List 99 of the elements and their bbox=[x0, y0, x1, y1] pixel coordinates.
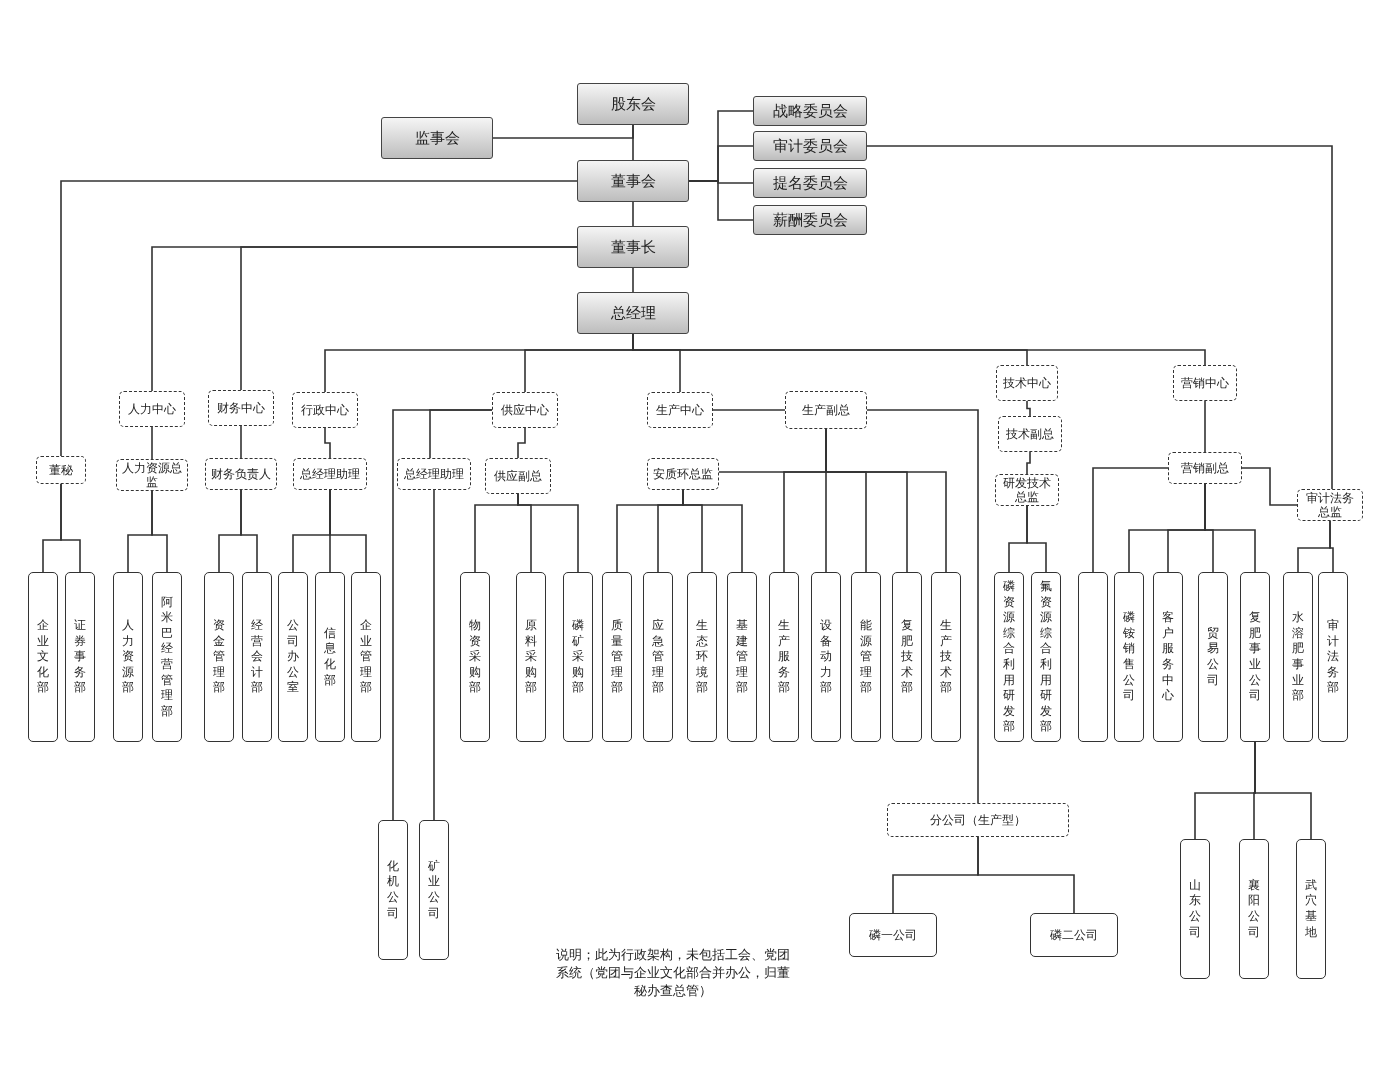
position-box: 人力中心 bbox=[119, 391, 185, 427]
connector-line bbox=[688, 180, 754, 221]
position-box: 营销副总 bbox=[1168, 452, 1242, 484]
connector-line bbox=[1026, 451, 1031, 475]
connector-line bbox=[866, 409, 979, 804]
department-box: 磷矿采购部 bbox=[563, 572, 593, 742]
governance-box: 董事会 bbox=[577, 160, 689, 202]
position-box: 财务负责人 bbox=[205, 458, 277, 490]
department-box: 应急管理部 bbox=[643, 572, 673, 742]
connector-line bbox=[60, 180, 578, 457]
department-box: 襄阳公司 bbox=[1239, 839, 1269, 979]
connector-line bbox=[151, 426, 153, 460]
department-box: 能源管理部 bbox=[851, 572, 881, 742]
department-box: 阿米巴经营管理部 bbox=[152, 572, 182, 742]
position-box: 技术中心 bbox=[996, 365, 1058, 401]
department-box: 企业管理部 bbox=[351, 572, 381, 742]
connector-line bbox=[1204, 483, 1256, 573]
note-text: 说明；此为行政架构，未包括工会、党团系统（党团与企业文化部合并办公，归董秘办查总管） bbox=[555, 946, 791, 1001]
department-box: 公司办公室 bbox=[278, 572, 308, 742]
department-box bbox=[1078, 572, 1108, 742]
department-box: 山东公司 bbox=[1180, 839, 1210, 979]
department-box: 客户服务中心 bbox=[1153, 572, 1183, 742]
connector-line bbox=[151, 490, 168, 573]
department-box: 基建管理部 bbox=[727, 572, 757, 742]
connector-line bbox=[1026, 505, 1047, 573]
governance-box: 薪酬委员会 bbox=[753, 205, 867, 235]
connector-line bbox=[429, 409, 493, 459]
connector-line bbox=[517, 427, 526, 459]
connector-line bbox=[1329, 520, 1334, 573]
department-box: 原料采购部 bbox=[516, 572, 546, 742]
connector-line bbox=[517, 493, 579, 573]
department-box: 复肥事业公司 bbox=[1240, 572, 1270, 742]
governance-box: 审计委员会 bbox=[753, 131, 867, 161]
position-box: 审计法务总监 bbox=[1297, 489, 1363, 521]
department-box: 生产技术部 bbox=[931, 572, 961, 742]
position-box: 分公司（生产型） bbox=[887, 803, 1069, 837]
connector-line bbox=[492, 124, 634, 139]
position-box: 总经理助理 bbox=[293, 458, 367, 490]
governance-box: 提名委员会 bbox=[753, 168, 867, 198]
connector-line bbox=[632, 267, 634, 293]
department-box: 磷资源综合利用研发部 bbox=[994, 572, 1024, 742]
connector-line bbox=[240, 425, 242, 459]
department-box: 氟资源综合利用研发部 bbox=[1031, 572, 1061, 742]
department-box: 审计法务部 bbox=[1318, 572, 1348, 742]
department-box: 复肥技术部 bbox=[892, 572, 922, 742]
position-box: 人力资源总监 bbox=[116, 459, 188, 491]
department-box: 企业文化部 bbox=[28, 572, 58, 742]
department-box: 生态环境部 bbox=[687, 572, 717, 742]
governance-box: 董事长 bbox=[577, 226, 689, 268]
connector-line bbox=[682, 489, 743, 573]
department-box: 化机公司 bbox=[378, 820, 408, 960]
position-box: 总经理助理 bbox=[397, 458, 471, 490]
connector-line bbox=[1026, 400, 1031, 417]
connector-line bbox=[1092, 467, 1169, 573]
department-box: 矿业公司 bbox=[419, 820, 449, 960]
department-box: 人力资源部 bbox=[113, 572, 143, 742]
position-box: 技术副总 bbox=[998, 416, 1062, 452]
department-box: 证券事务部 bbox=[65, 572, 95, 742]
connector-line bbox=[1204, 400, 1206, 453]
position-box: 安质环总监 bbox=[647, 458, 719, 490]
governance-box: 股东会 bbox=[577, 83, 689, 125]
position-box: 财务中心 bbox=[208, 390, 274, 426]
company-box: 磷一公司 bbox=[849, 913, 937, 957]
department-box: 水溶肥事业部 bbox=[1283, 572, 1313, 742]
position-box: 生产中心 bbox=[647, 392, 713, 428]
department-box: 经营会计部 bbox=[242, 572, 272, 742]
connector-line bbox=[324, 427, 331, 459]
connector-line bbox=[433, 489, 435, 821]
position-box: 董秘 bbox=[36, 456, 86, 484]
connector-line bbox=[977, 836, 1075, 914]
connector-line bbox=[866, 145, 1333, 490]
connector-line bbox=[240, 246, 578, 391]
connector-line bbox=[1254, 741, 1312, 840]
position-box: 研发技术总监 bbox=[995, 474, 1059, 506]
connector-line bbox=[632, 201, 634, 227]
position-box: 供应中心 bbox=[492, 392, 558, 428]
department-box: 质量管理部 bbox=[602, 572, 632, 742]
department-box: 磷铵销售公司 bbox=[1114, 572, 1144, 742]
department-box: 武穴基地 bbox=[1296, 839, 1326, 979]
department-box: 资金管理部 bbox=[204, 572, 234, 742]
position-box: 供应副总 bbox=[485, 458, 551, 494]
company-box: 磷二公司 bbox=[1030, 913, 1118, 957]
connector-line bbox=[712, 409, 786, 411]
position-box: 生产副总 bbox=[785, 391, 867, 429]
connector-line bbox=[240, 489, 258, 573]
connector-line bbox=[60, 483, 81, 573]
position-box: 营销中心 bbox=[1173, 365, 1237, 401]
connector-line bbox=[1241, 467, 1298, 506]
department-box: 设备动力部 bbox=[811, 572, 841, 742]
governance-box: 监事会 bbox=[381, 117, 493, 159]
governance-box: 总经理 bbox=[577, 292, 689, 334]
department-box: 贸易公司 bbox=[1198, 572, 1228, 742]
position-box: 行政中心 bbox=[292, 392, 358, 428]
department-box: 信息化部 bbox=[315, 572, 345, 742]
department-box: 物资采购部 bbox=[460, 572, 490, 742]
governance-box: 战略委员会 bbox=[753, 96, 867, 126]
connector-line bbox=[825, 428, 947, 573]
department-box: 生产服务部 bbox=[769, 572, 799, 742]
connector-line bbox=[329, 489, 367, 573]
